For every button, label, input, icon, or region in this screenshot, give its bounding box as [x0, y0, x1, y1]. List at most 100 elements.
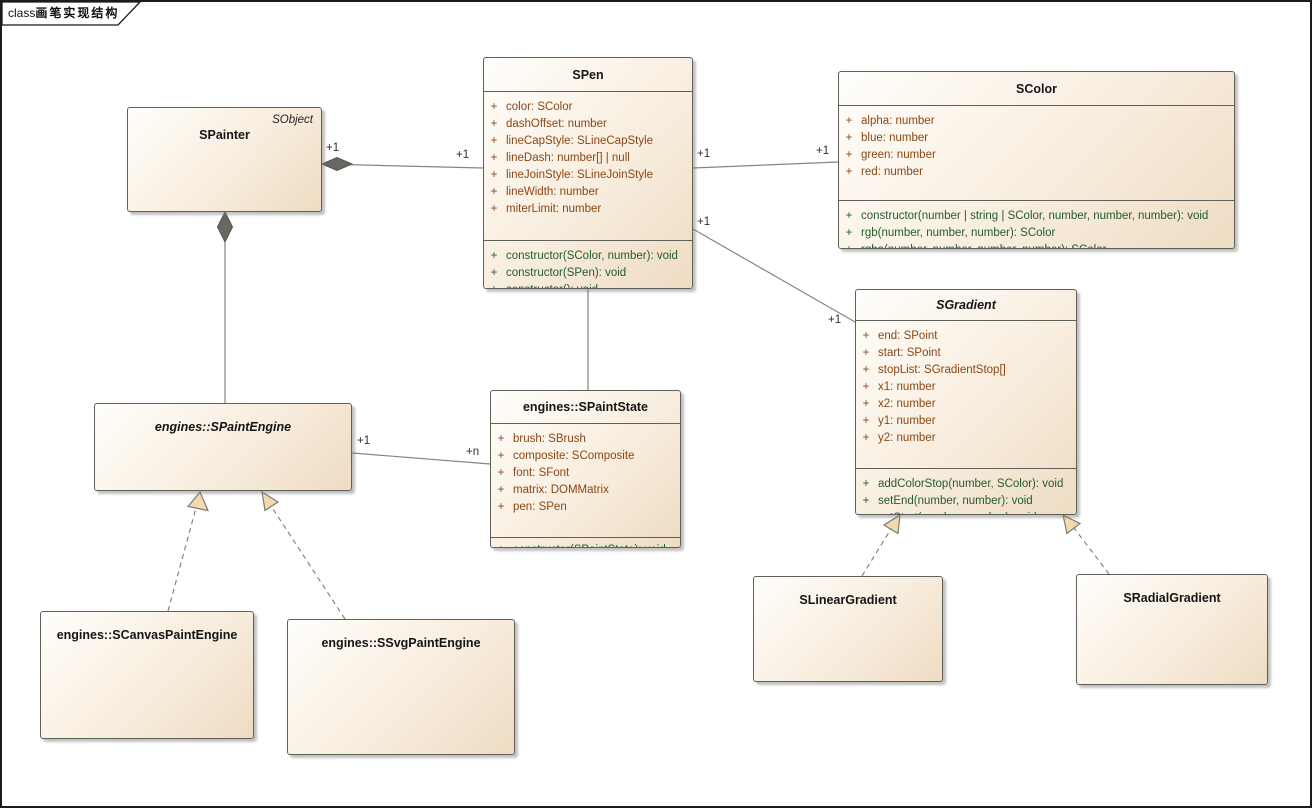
realization-ssvgpaintengine-spaintengine	[270, 505, 346, 620]
compartment-separator	[839, 200, 1234, 201]
visibility-symbol: +	[862, 415, 870, 427]
visibility-symbol: +	[845, 166, 853, 178]
compartment-separator	[856, 468, 1076, 469]
compartment-separator	[491, 537, 680, 538]
multiplicity-label: +1	[456, 149, 469, 161]
visibility-symbol: +	[862, 347, 870, 359]
multiplicity-label: +1	[326, 142, 339, 154]
class-name-ssvgpaintengine: engines::SSvgPaintEngine	[321, 636, 481, 650]
operations-compartment-spaintstate: +constructor(SPaintState): void	[491, 538, 680, 547]
class-name-sgradient: SGradient	[936, 298, 996, 312]
operation-row: +addColorStop(number, SColor): void	[856, 476, 1076, 493]
operation-row: +constructor(SPaintState): void	[491, 542, 680, 547]
attribute-row: +miterLimit: number	[484, 201, 692, 218]
compartment-separator	[491, 423, 680, 424]
compartment-separator	[856, 320, 1076, 321]
class-box-scanvaspaintengine: engines::SCanvasPaintEngine	[40, 611, 254, 739]
attributes-compartment-spen: +color: SColor+dashOffset: number+lineCa…	[484, 92, 692, 240]
operation-row: +constructor(): void	[484, 282, 692, 288]
attribute-row: +alpha: number	[839, 113, 1234, 130]
class-box-sgradient: SGradient +end: SPoint+start: SPoint+sto…	[855, 289, 1077, 515]
visibility-symbol: +	[845, 227, 853, 239]
generalization-arrow-slinear	[882, 513, 901, 535]
association-spen-scolor	[692, 161, 839, 169]
diagram-frame-label: class画笔实现结构	[8, 4, 119, 21]
class-name-spaintstate: engines::SPaintState	[522, 400, 649, 414]
visibility-symbol: +	[497, 450, 505, 462]
attribute-row: +font: SFont	[491, 465, 680, 482]
attribute-row: +blue: number	[839, 130, 1234, 147]
attribute-row: +dashOffset: number	[484, 116, 692, 133]
association-spen-sgradient	[692, 228, 856, 323]
class-box-spaintstate: engines::SPaintState +brush: SBrush+comp…	[490, 390, 681, 548]
visibility-symbol: +	[489, 282, 499, 288]
multiplicity-label: +1	[697, 216, 710, 228]
operation-row: +constructor(SColor, number): void	[484, 248, 692, 265]
frame-kind-label: class	[8, 6, 36, 20]
realization-scanvaspaintengine-spaintengine	[167, 507, 197, 612]
generalization-arrow-scanvas	[186, 490, 210, 512]
visibility-symbol: +	[845, 115, 853, 127]
realization-slineargradient-sgradient	[861, 528, 892, 577]
class-name-sradialgradient: SRadialGradient	[1123, 591, 1221, 605]
attribute-row: +lineJoinStyle: SLineJoinStyle	[484, 167, 692, 184]
visibility-symbol: +	[861, 510, 871, 514]
operation-row: +setEnd(number, number): void	[856, 493, 1076, 510]
visibility-symbol: +	[490, 118, 498, 130]
visibility-symbol: +	[490, 169, 498, 181]
visibility-symbol: +	[845, 132, 853, 144]
multiplicity-label: +1	[828, 314, 841, 326]
generalization-arrow-sradial	[1062, 513, 1082, 535]
multiplicity-label: +1	[357, 435, 370, 447]
visibility-symbol: +	[845, 149, 853, 161]
visibility-symbol: +	[862, 330, 870, 342]
attribute-row: +stopList: SGradientStop[]	[856, 362, 1076, 379]
association-spaintengine-spaintstate	[351, 452, 491, 465]
class-box-ssvgpaintengine: engines::SSvgPaintEngine	[287, 619, 515, 755]
attribute-row: +green: number	[839, 147, 1234, 164]
visibility-symbol: +	[490, 250, 498, 262]
visibility-symbol: +	[497, 433, 505, 445]
visibility-symbol: +	[490, 101, 498, 113]
operation-row: +setStart(number, number): void	[856, 510, 1076, 514]
attribute-row: +pen: SPen	[491, 499, 680, 516]
attribute-row: +brush: SBrush	[491, 431, 680, 448]
attributes-compartment-spaintstate: +brush: SBrush+composite: SComposite+fon…	[491, 424, 680, 537]
attribute-row: +matrix: DOMMatrix	[491, 482, 680, 499]
operations-compartment-spen: +constructor(SColor, number): void+const…	[484, 241, 692, 288]
class-box-spaintengine: engines::SPaintEngine	[94, 403, 352, 491]
visibility-symbol: +	[862, 432, 870, 444]
class-name-scolor: SColor	[1016, 81, 1057, 96]
attribute-row: +x2: number	[856, 396, 1076, 413]
attribute-row: +y2: number	[856, 430, 1076, 447]
operations-compartment-scolor: +constructor(number | string | SColor, n…	[839, 201, 1234, 248]
attribute-row: +y1: number	[856, 413, 1076, 430]
visibility-symbol: +	[490, 203, 498, 215]
realization-sradialgradient-sgradient	[1073, 527, 1110, 575]
multiplicity-label: +n	[466, 446, 479, 458]
attribute-row: +lineCapStyle: SLineCapStyle	[484, 133, 692, 150]
visibility-symbol: +	[497, 484, 505, 496]
visibility-symbol: +	[862, 381, 870, 393]
class-box-sradialgradient: SRadialGradient	[1076, 574, 1268, 685]
attribute-row: +color: SColor	[484, 99, 692, 116]
attribute-row: +composite: SComposite	[491, 448, 680, 465]
visibility-symbol: +	[862, 364, 870, 376]
visibility-symbol: +	[490, 135, 498, 147]
composition-diamond-spainter-spen	[320, 156, 354, 172]
attribute-row: +lineDash: number[] | null	[484, 150, 692, 167]
visibility-symbol: +	[490, 186, 498, 198]
compartment-separator	[839, 105, 1234, 106]
visibility-symbol: +	[862, 398, 870, 410]
visibility-symbol: +	[490, 152, 498, 164]
frame-diagram-name: 画笔实现结构	[35, 6, 120, 20]
multiplicity-label: +1	[816, 145, 829, 157]
class-name-scanvaspaintengine: engines::SCanvasPaintEngine	[56, 628, 238, 642]
diagram-frame-tab	[1, 1, 142, 26]
class-box-spen: SPen +color: SColor+dashOffset: number+l…	[483, 57, 693, 289]
operation-row: +constructor(SPen): void	[484, 265, 692, 282]
visibility-symbol: +	[497, 501, 505, 513]
